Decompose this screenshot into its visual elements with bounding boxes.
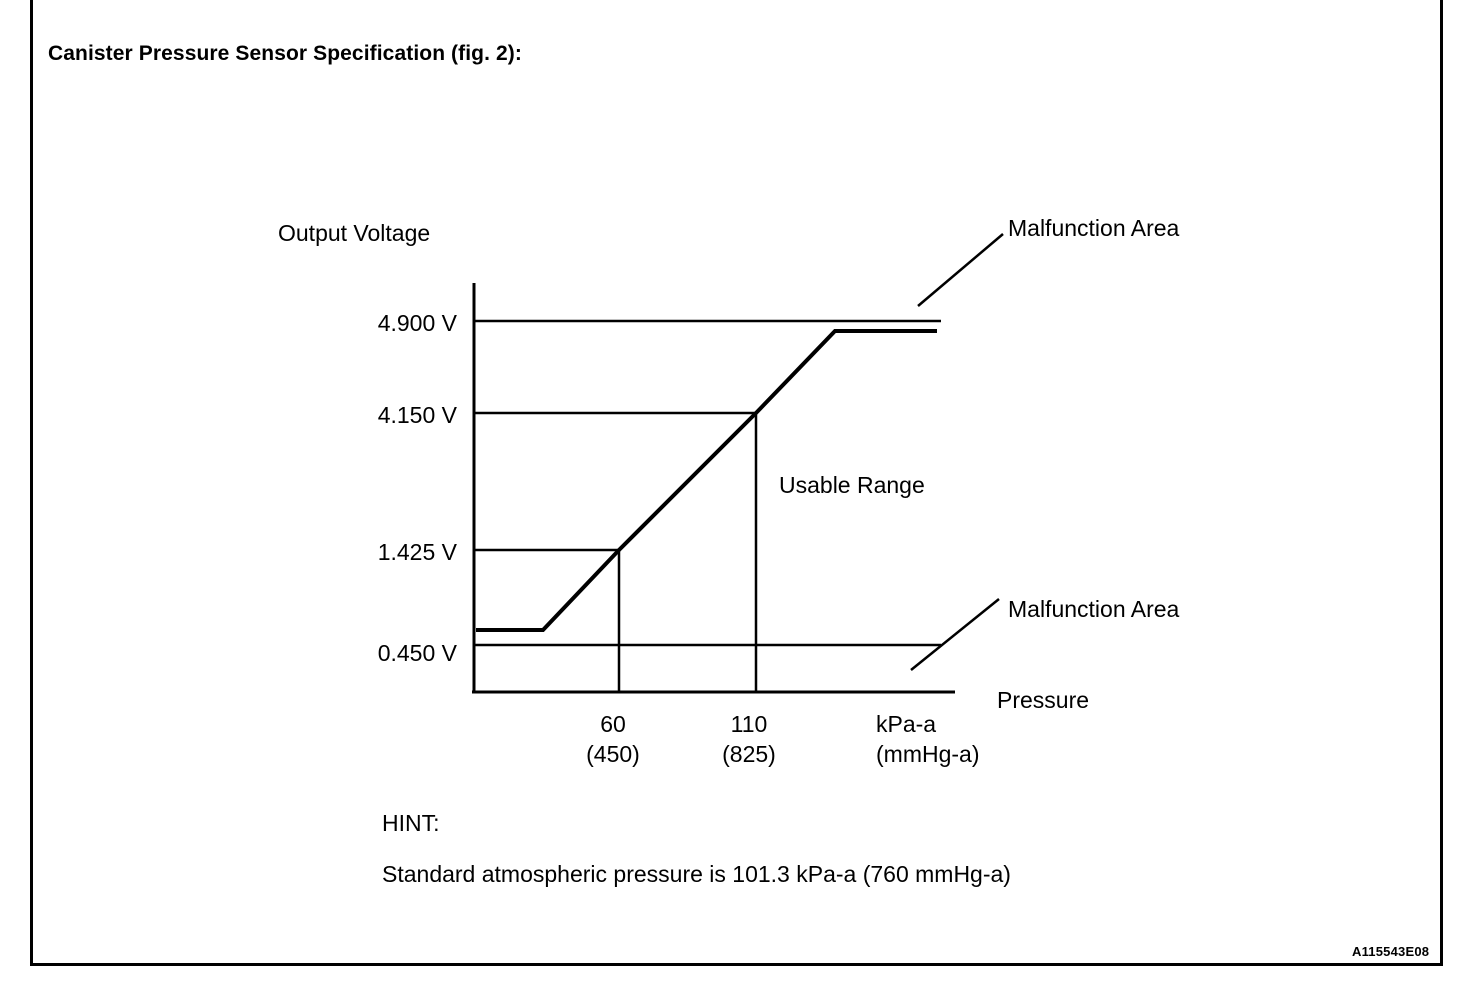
y-axis-title: Output Voltage [278,220,430,246]
x-tick-label-110-kpa: 110 [731,711,768,737]
hint-text: Standard atmospheric pressure is 101.3 k… [382,861,1011,887]
y-tick-label-1425v: 1.425 V [378,539,458,565]
annotation-usable-range: Usable Range [779,472,925,498]
x-tick-label-60-kpa: 60 [600,711,626,737]
annotation-malfunction-area-upper: Malfunction Area [1008,215,1180,241]
leader-line-malfunction-lower [910,598,1000,671]
y-tick-label-450v: 0.450 V [378,640,458,666]
x-axis-title: Pressure [997,687,1089,713]
x-unit-label-kpa: kPa-a [876,711,936,737]
hint-block: HINT: Standard atmospheric pressure is 1… [382,812,1011,886]
annotation-malfunction-area-lower: Malfunction Area [1008,596,1180,622]
page-title: Canister Pressure Sensor Specification (… [48,42,522,65]
figure-reference-code: A115543E08 [1352,944,1430,959]
y-tick-label-4150v: 4.150 V [378,402,458,428]
document-border [30,0,1443,966]
x-tick-label-450-mmhg: (450) [586,741,640,767]
x-unit-label-mmhg: (mmHg-a) [876,741,980,767]
y-tick-label-4900v: 4.900 V [378,310,458,336]
sensor-output-curve [476,329,937,632]
hint-label: HINT: [382,810,440,836]
leader-line-malfunction-upper [917,233,1004,307]
x-tick-label-825-mmhg: (825) [722,741,776,767]
